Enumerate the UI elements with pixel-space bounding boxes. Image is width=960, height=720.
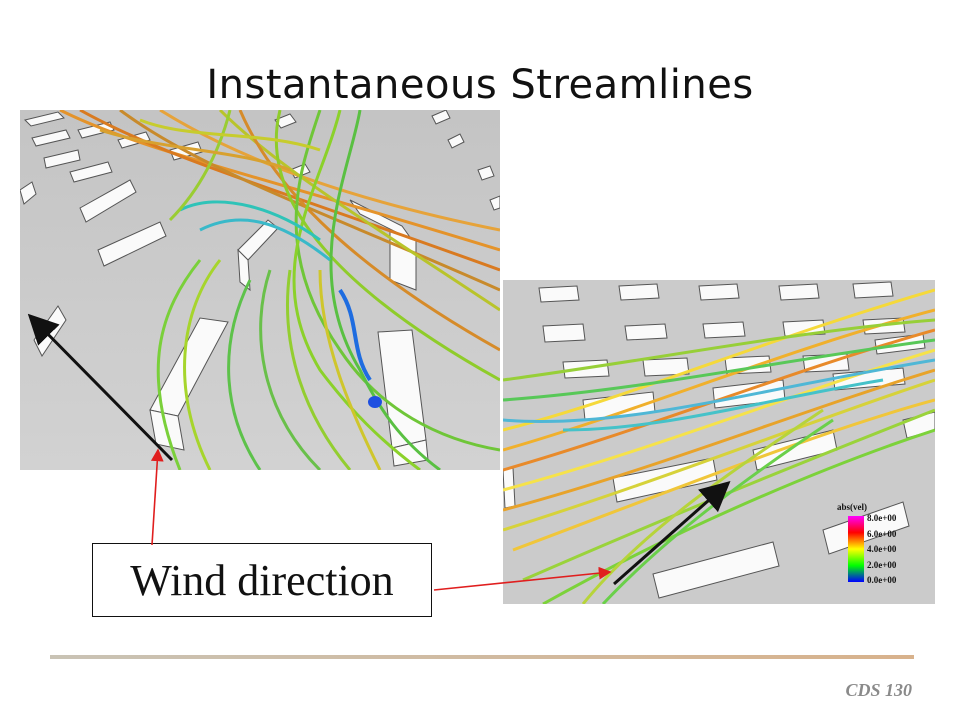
streamline-image-right: abs(vel) 8.0e+00 6.0e+00 4.0e+00 2.0e+00… (503, 280, 935, 604)
streamline-render-right: abs(vel) 8.0e+00 6.0e+00 4.0e+00 2.0e+00… (503, 280, 935, 604)
streamline-render-left (20, 110, 500, 470)
streamlines-left (59, 110, 500, 470)
vortex-blob (368, 396, 382, 408)
color-legend: abs(vel) 8.0e+00 6.0e+00 4.0e+00 2.0e+00… (837, 502, 897, 585)
legend-tick: 6.0e+00 (867, 529, 897, 539)
legend-tick: 0.0e+00 (867, 575, 897, 585)
legend-tick: 4.0e+00 (867, 544, 897, 554)
streamline-image-left (20, 110, 500, 470)
ground-plane (20, 110, 500, 470)
footer-divider (50, 655, 914, 659)
legend-title: abs(vel) (837, 502, 867, 512)
slide-title: Instantaneous Streamlines (206, 62, 754, 108)
wind-direction-callout: Wind direction (92, 543, 432, 617)
legend-colorbar (848, 516, 864, 582)
legend-tick: 2.0e+00 (867, 560, 897, 570)
legend-tick: 8.0e+00 (867, 513, 897, 523)
footer-course-label: CDS 130 (845, 680, 912, 700)
